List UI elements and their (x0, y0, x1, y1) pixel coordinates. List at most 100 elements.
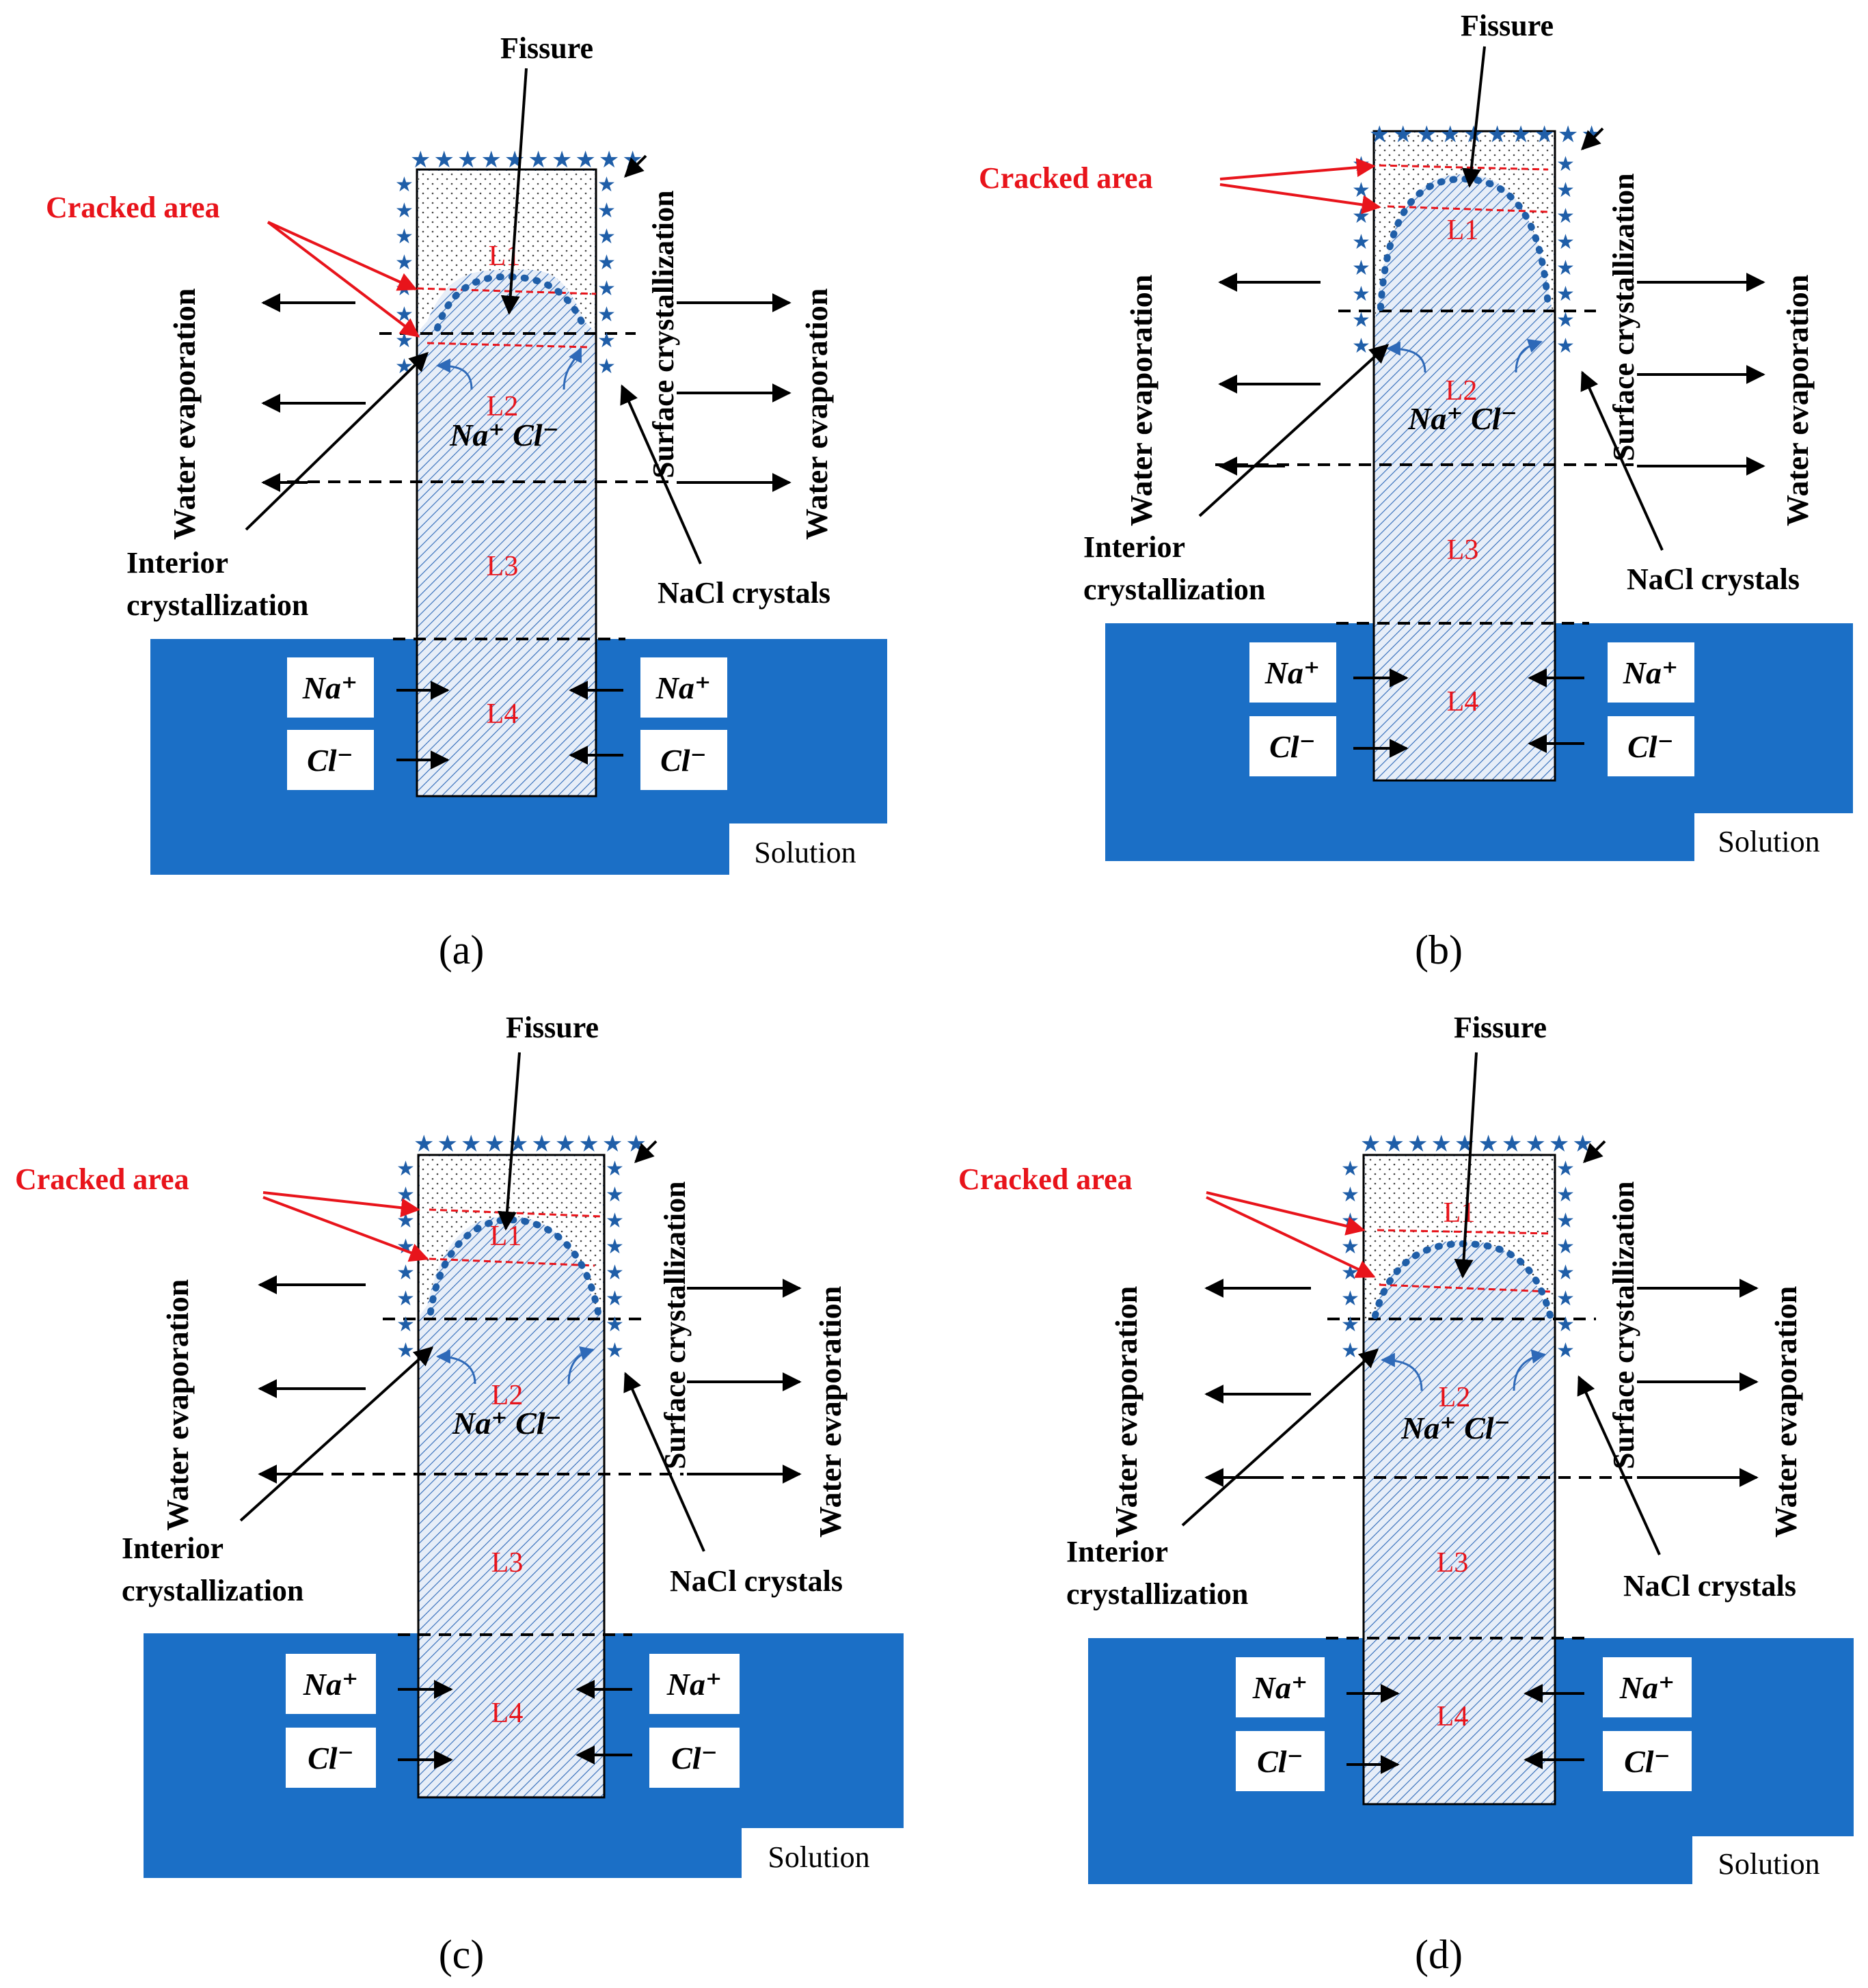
svg-text:★: ★ (1556, 1339, 1575, 1363)
svg-text:★: ★ (606, 1183, 624, 1207)
svg-text:★: ★ (396, 1339, 415, 1363)
layer-label: L4 (1437, 1701, 1469, 1732)
ion-box-cl (1603, 1731, 1692, 1791)
interior-star-arc (1372, 1240, 1554, 1319)
crystallization-label: crystallization (1066, 1577, 1248, 1611)
svg-text:★: ★ (1556, 1183, 1575, 1207)
layer-label: L4 (491, 1698, 524, 1729)
ion-box-na (287, 657, 374, 718)
ion-label-inside: Na⁺ Cl⁻ (1407, 401, 1517, 436)
svg-text:★: ★ (1352, 334, 1370, 358)
panel-caption: (b) (1415, 927, 1463, 972)
svg-text:★: ★ (1352, 152, 1370, 176)
svg-text:★: ★ (606, 1209, 624, 1233)
solution-label-box (729, 823, 887, 875)
svg-text:★: ★ (1556, 1157, 1575, 1181)
interior-label: Interior (122, 1531, 224, 1565)
ion-label-cl: Cl⁻ (307, 743, 353, 778)
water-evaporation-label: Water evaporation (160, 1279, 195, 1531)
surface-stars-left: ★★★★★★★★ (395, 173, 414, 379)
nacl-crystals-label: NaCl crystals (670, 1564, 843, 1598)
solution-label-box (1692, 1836, 1854, 1884)
svg-text:★: ★ (1341, 1157, 1359, 1181)
surface-crystallization-label: Surface crystallization (658, 1181, 692, 1469)
layer-label: L4 (487, 698, 519, 730)
nacl-crystals-arrow (620, 384, 702, 564)
svg-text:★: ★ (1352, 204, 1370, 228)
ion-flow-arrow (435, 1349, 476, 1385)
svg-text:★: ★ (597, 303, 616, 327)
cracked-area-arrow (262, 1191, 420, 1218)
surface-crystallization-arrow (1583, 1140, 1606, 1163)
cracked-area-arrow (262, 1196, 429, 1262)
svg-text:★: ★ (396, 1157, 415, 1181)
svg-text:★: ★ (1556, 1209, 1575, 1233)
panel-d: Solution ★★★★★★★★★★ ★★★★★★★★ ★★★★★★★★ L1 (958, 1011, 1854, 1977)
svg-text:★: ★ (1556, 1235, 1575, 1259)
ion-label-na: Na⁺ (1623, 655, 1679, 690)
svg-text:★: ★ (606, 1313, 624, 1337)
ion-label-na: Na⁺ (1619, 1670, 1675, 1705)
panel-b: Solution ★★★★★★★★★★ ★★★★★★★★ ★★★★★★★★ L1 (979, 9, 1853, 972)
svg-text:★: ★ (606, 1339, 624, 1363)
nacl-crystals-arrow (1580, 370, 1664, 551)
surface-stars-right: ★★★★★★★★ (1556, 1157, 1575, 1363)
svg-text:★: ★ (395, 329, 414, 353)
layer-label: L4 (1447, 686, 1479, 718)
surface-stars-left: ★★★★★★★★ (1341, 1157, 1359, 1363)
fissure-label: Fissure (500, 31, 593, 65)
solution-label: Solution (1718, 825, 1819, 858)
ion-label-na: Na⁺ (1252, 1670, 1308, 1705)
nacl-crystals-arrow (623, 1372, 705, 1552)
ion-label-cl: Cl⁻ (308, 1741, 354, 1775)
svg-text:★: ★ (396, 1287, 415, 1311)
crack-line (1387, 205, 1549, 213)
fissure-label: Fissure (1454, 1011, 1547, 1044)
ion-flow-arrow (1385, 341, 1426, 373)
panel-caption: (c) (439, 1932, 485, 1977)
ion-box-na (1603, 1657, 1692, 1717)
cracked-area-label: Cracked area (15, 1162, 189, 1196)
cracked-area-arrow (1219, 183, 1381, 215)
svg-text:★: ★ (1341, 1287, 1359, 1311)
layer-label: L3 (487, 551, 519, 582)
surface-crystallization-arrow (624, 154, 647, 178)
panel-caption: (d) (1415, 1932, 1463, 1977)
ion-label-inside: Na⁺ Cl⁻ (452, 1406, 562, 1441)
svg-text:★: ★ (597, 277, 616, 301)
svg-text:★: ★ (1352, 282, 1370, 306)
surface-stars-right: ★★★★★★★★ (597, 173, 616, 379)
water-evaporation-label: Water evaporation (799, 288, 834, 540)
svg-text:★: ★ (396, 1209, 415, 1233)
svg-text:★: ★ (395, 173, 414, 197)
ion-box-na (649, 1654, 740, 1714)
svg-text:★: ★ (606, 1235, 624, 1259)
svg-text:★: ★ (597, 173, 616, 197)
svg-text:★: ★ (396, 1313, 415, 1337)
ion-box-na (1236, 1657, 1325, 1717)
svg-text:★: ★ (1556, 1313, 1575, 1337)
nacl-crystals-arrow (1577, 1375, 1661, 1555)
solution-label: Solution (768, 1840, 869, 1874)
ion-label-na: Na⁺ (302, 670, 358, 705)
crack-line (429, 1257, 595, 1267)
svg-text:★: ★ (396, 1235, 415, 1259)
ion-box-cl (286, 1728, 376, 1788)
svg-text:★: ★ (1352, 178, 1370, 202)
svg-text:★: ★ (396, 1261, 415, 1285)
ion-label-na: Na⁺ (1264, 655, 1321, 690)
dry-top-zone (1375, 133, 1554, 321)
fissure-arrow (1461, 46, 1486, 188)
surface-stars-left: ★★★★★★★★ (1352, 152, 1370, 358)
layer-label: L1 (1447, 215, 1479, 246)
ion-flow-arrow (1515, 339, 1543, 373)
ion-flow-arrow (1513, 1349, 1547, 1391)
surface-crystallization-label: Surface crystallization (647, 190, 680, 478)
ion-label-na: Na⁺ (666, 1667, 722, 1702)
svg-text:★: ★ (1341, 1235, 1359, 1259)
crystallization-label: crystallization (1083, 573, 1265, 606)
ion-box-cl (640, 730, 727, 790)
ion-flow-arrow (435, 358, 473, 390)
layer-label: L3 (1447, 534, 1479, 566)
layer-label: L2 (1439, 1382, 1471, 1413)
